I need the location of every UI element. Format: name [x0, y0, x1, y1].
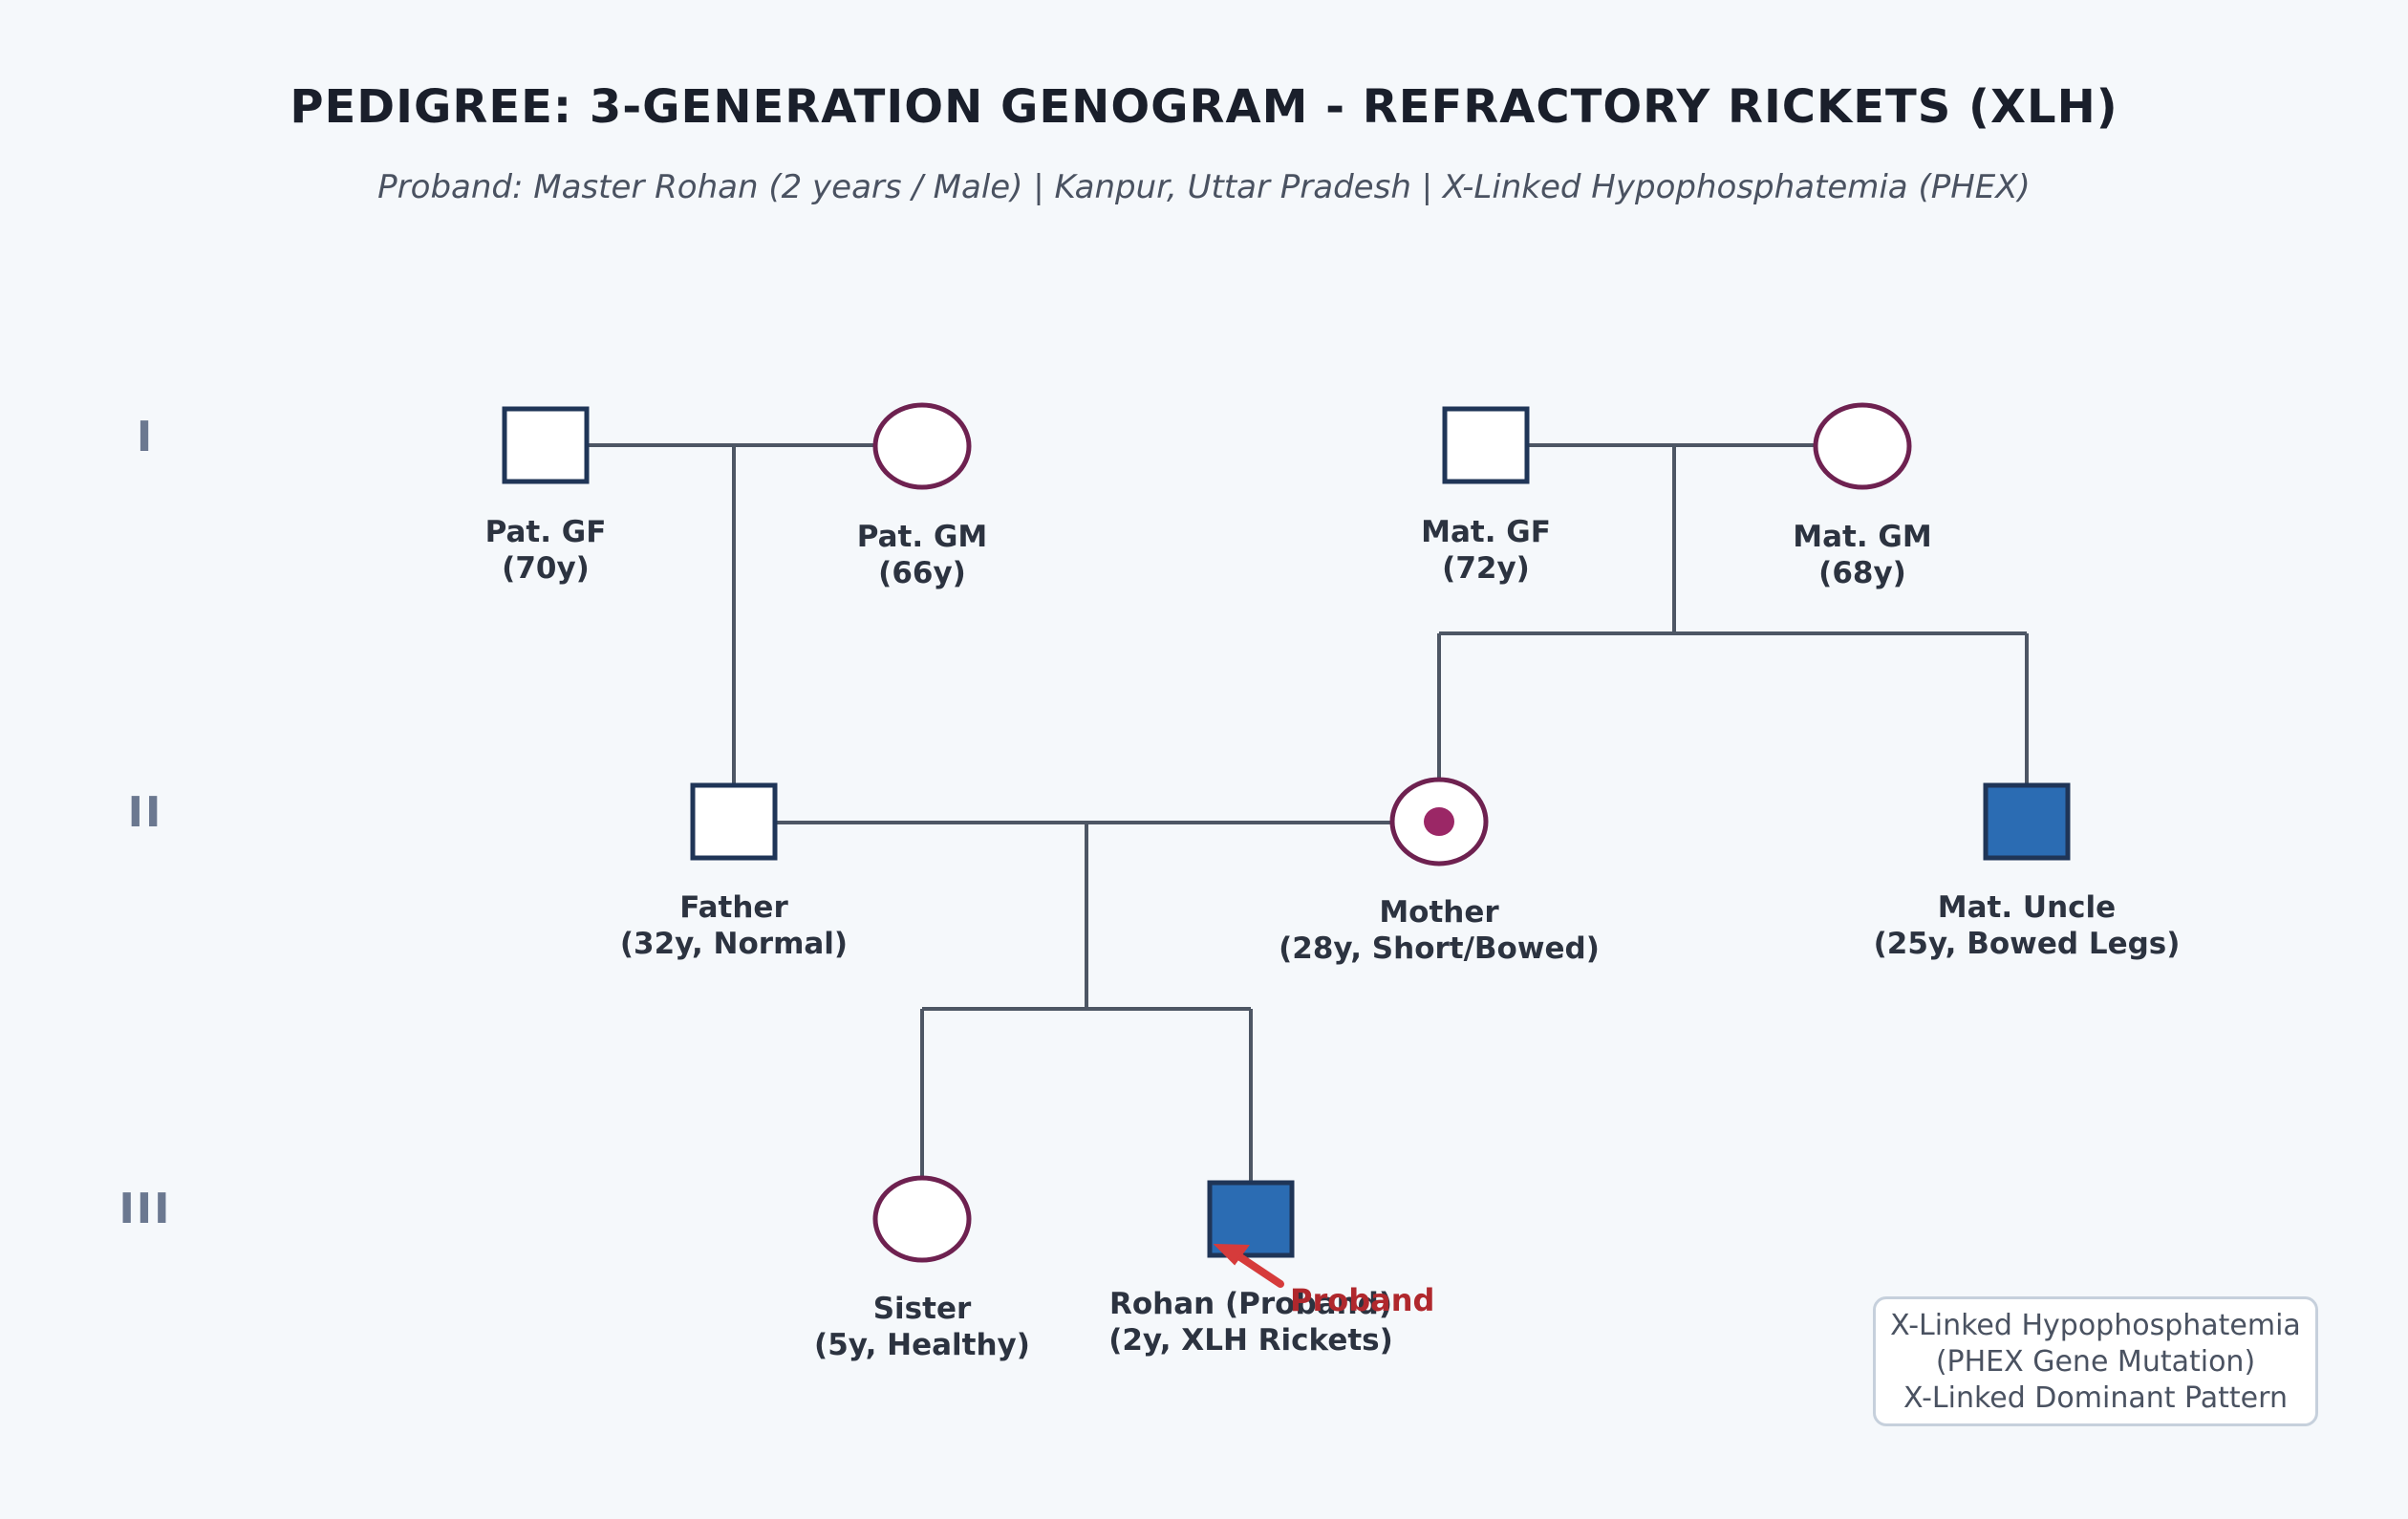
pat-gf-detail: (70y)	[502, 551, 590, 586]
legend-line-3: X-Linked Dominant Pattern	[1903, 1381, 2288, 1415]
mat-gf-name: Mat. GF	[1421, 515, 1551, 549]
pat-gm-symbol[interactable]	[872, 402, 972, 490]
proband-name: Rohan (Proband)	[1108, 1287, 1393, 1321]
mother-name: Mother	[1379, 895, 1499, 930]
mat-gm-detail: (68y)	[1818, 556, 1906, 590]
generation-label-1: I	[136, 413, 155, 461]
mat-uncle-label: Mat. Uncle (25y, Bowed Legs)	[1788, 889, 2266, 962]
proband-marker-label: Proband	[1290, 1282, 1435, 1318]
sister-name: Sister	[872, 1292, 972, 1326]
pat-gm-name: Pat. GM	[856, 520, 988, 554]
carrier-dot-icon	[1424, 807, 1454, 836]
mat-gm-name: Mat. GM	[1793, 520, 1932, 554]
pat-gf-label: Pat. GF (70y)	[307, 514, 785, 587]
father-symbol[interactable]	[690, 782, 778, 861]
page-title: PEDIGREE: 3-GENERATION GENOGRAM - REFRAC…	[290, 80, 2118, 134]
father-name: Father	[679, 890, 788, 925]
page-subtitle: Proband: Master Rohan (2 years / Male) |…	[377, 168, 2031, 206]
mat-gf-detail: (72y)	[1442, 551, 1530, 586]
pat-gf-symbol[interactable]	[502, 406, 590, 484]
generation-label-2: II	[127, 788, 163, 837]
sister-detail: (5y, Healthy)	[814, 1328, 1030, 1362]
father-label: Father (32y, Normal)	[495, 889, 973, 962]
proband-symbol[interactable]	[1207, 1180, 1295, 1258]
proband-label: Rohan (Proband) (2y, XLH Rickets)	[1012, 1286, 1490, 1359]
generation-label-3: III	[118, 1185, 172, 1233]
mother-detail: (28y, Short/Bowed)	[1279, 931, 1600, 966]
legend-line-1: X-Linked Hypophosphatemia	[1890, 1309, 2301, 1342]
mat-uncle-detail: (25y, Bowed Legs)	[1873, 927, 2181, 961]
mat-gm-symbol[interactable]	[1813, 402, 1912, 490]
proband-arrow-icon	[1213, 1243, 1284, 1288]
legend-line-2: (PHEX Gene Mutation)	[1935, 1345, 2256, 1379]
mat-gf-symbol[interactable]	[1442, 406, 1530, 484]
mat-uncle-name: Mat. Uncle	[1937, 890, 2117, 925]
sister-label: Sister (5y, Healthy)	[683, 1291, 1161, 1363]
relationship-lines	[587, 443, 2029, 1183]
sister-symbol[interactable]	[872, 1175, 972, 1263]
pat-gm-detail: (66y)	[878, 556, 966, 590]
mother-label: Mother (28y, Short/Bowed)	[1200, 894, 1678, 967]
pat-gf-name: Pat. GF	[484, 515, 607, 549]
proband-detail: (2y, XLH Rickets)	[1108, 1323, 1393, 1358]
mat-gf-label: Mat. GF (72y)	[1247, 514, 1725, 587]
pat-gm-label: Pat. GM (66y)	[683, 519, 1161, 591]
legend-box: X-Linked Hypophosphatemia (PHEX Gene Mut…	[1873, 1296, 2318, 1426]
mat-gm-label: Mat. GM (68y)	[1623, 519, 2101, 591]
mat-uncle-symbol[interactable]	[1983, 782, 2071, 861]
father-detail: (32y, Normal)	[619, 927, 849, 961]
